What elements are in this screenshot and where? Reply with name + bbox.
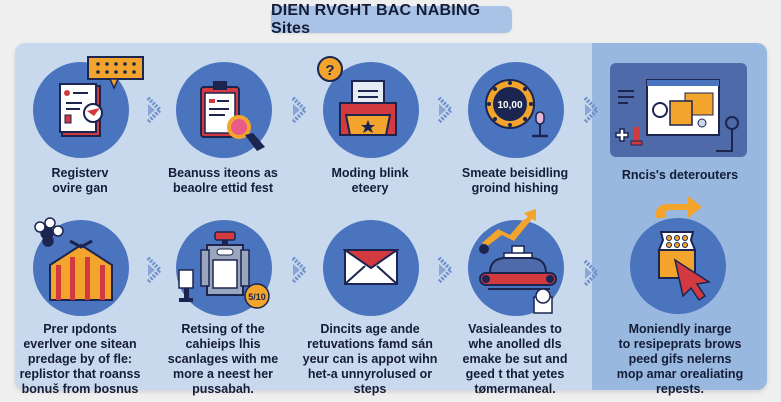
caption-line: Smeate beisidling: [461, 166, 569, 180]
page-title: DIEN RVGHT BAC NABING Sites: [271, 2, 512, 37]
caption-line: Moniendly inarge: [628, 322, 732, 336]
caption-line: emake be sut and: [462, 352, 568, 366]
caption-line: yeur can is appot wihn: [302, 352, 438, 366]
score-badge: 5/10: [248, 292, 266, 302]
caption-line: Vasialeandes to: [468, 322, 562, 336]
step-caption: Vasialeandes to whe anolled dls emake be…: [440, 322, 590, 397]
caption-line: beaolre ettid fest: [172, 181, 274, 195]
caption-line: bonuš from bosnus: [21, 382, 139, 396]
caption-line: ovire gan: [52, 181, 108, 195]
caption-line: everlver one sitean: [23, 337, 137, 351]
caption-line: more a neest her: [172, 367, 274, 381]
document-checklist-icon: [59, 56, 144, 137]
chevron-right-icon: [291, 96, 308, 124]
caption-line: repests.: [656, 382, 704, 396]
caption-line: mop amar orealiating: [616, 367, 744, 381]
cursor-card-icon: [657, 231, 712, 302]
step-caption: Dincits age ande retuvations famd sán ye…: [295, 322, 445, 397]
step-caption: Retsing of the cahieips lhis scanlages w…: [148, 322, 298, 397]
caption-line: retuvations famd sán: [307, 337, 433, 351]
conveyor-trend-icon: [479, 209, 557, 314]
caption-line: geed t that yetes: [465, 367, 565, 381]
curved-arrow-icon: [655, 196, 702, 218]
caption-line: het-a unnyrolused or: [307, 367, 433, 381]
caption-line: tømermaneal.: [474, 382, 556, 396]
step-caption: Moniendly inarge to resipeprats brows pe…: [605, 322, 755, 397]
caption-line: Beanuss iteons as: [168, 166, 278, 180]
chevron-right-icon: [583, 259, 600, 287]
caption-line: pussabah.: [192, 382, 254, 396]
caption-line: Registerv: [51, 166, 109, 180]
caption-line: Dincits age ande: [320, 322, 420, 336]
step-caption: Smeate beisidling groind hishing: [440, 166, 590, 196]
chevron-right-icon: [291, 256, 308, 284]
caption-line: scanlages with me: [167, 352, 279, 366]
step-caption: Registerv ovire gan: [5, 166, 155, 196]
caption-line: eteery: [351, 181, 389, 195]
roulette-wheel-icon: 10,00: [485, 79, 548, 138]
chevron-right-icon: [437, 96, 454, 124]
step-caption: Rncis's deterouters: [621, 168, 739, 182]
caption-line: predage by of fle:: [27, 352, 133, 366]
caption-line: to resipeprats brows: [618, 337, 742, 351]
caption-line: cahieips lhis: [185, 337, 261, 351]
step-caption: Beanuss iteons as beaolre ettid fest: [148, 166, 298, 196]
browser-window-icon: [615, 79, 739, 152]
chevron-right-icon: [146, 256, 163, 284]
chevron-right-icon: [146, 96, 163, 124]
question-badge: ?: [325, 62, 334, 79]
caption-line: Moding blink: [331, 166, 409, 180]
chevron-right-icon: [583, 96, 600, 124]
gift-house-icon: [34, 217, 113, 301]
caption-line: Prer ıpdonts: [43, 322, 117, 336]
caption-line: Retsing of the: [181, 322, 265, 336]
caption-line: replistor that roanss: [19, 367, 141, 381]
slot-machine-icon: 5/10: [178, 231, 270, 309]
caption-line: peed gifs nelerns: [628, 352, 732, 366]
mail-envelope-icon: [343, 249, 399, 285]
envelope-documents-icon: ?: [317, 56, 397, 136]
step-caption: Moding blink eteery: [295, 166, 445, 196]
caption-line: steps: [353, 382, 387, 396]
caption-line: groind hishing: [471, 181, 559, 195]
clipboard-magnifier-icon: [200, 81, 265, 151]
chevron-right-icon: [437, 256, 454, 284]
step-caption: Prer ıpdonts everlver one sitean predage…: [5, 322, 155, 397]
caption-line: whe anolled dls: [468, 337, 562, 351]
wheel-value: 10,00: [497, 100, 522, 111]
